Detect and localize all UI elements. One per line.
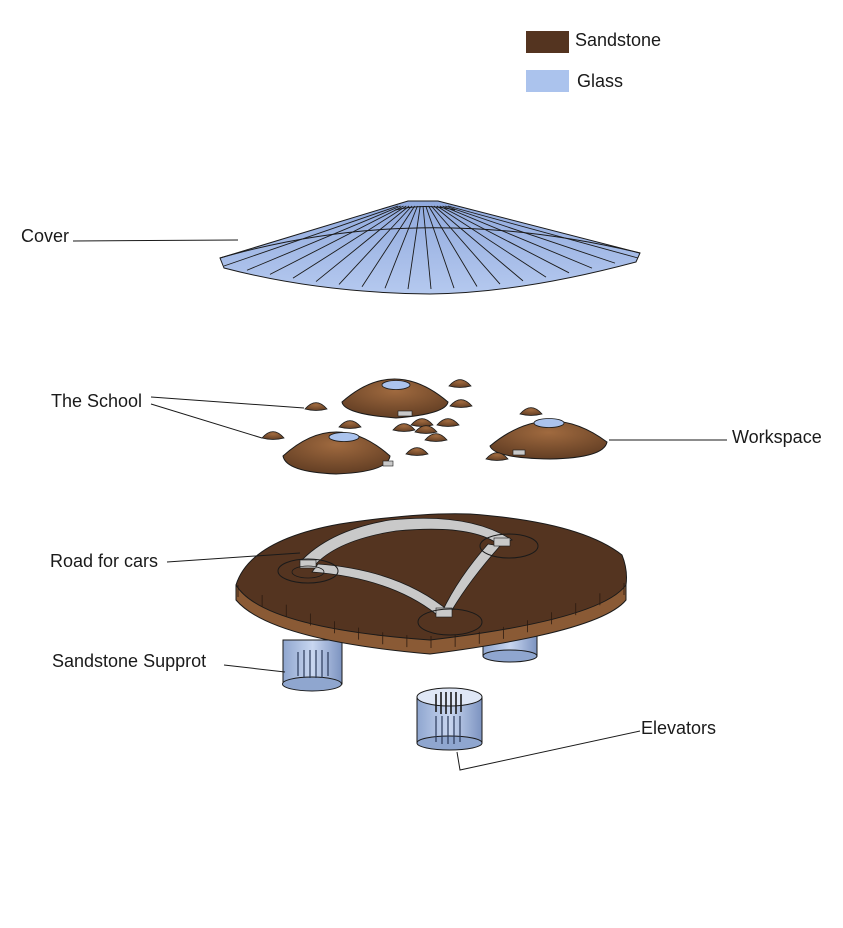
- label-cover: Cover: [21, 226, 70, 246]
- school-small-dome: [449, 399, 473, 408]
- workspace-dome: [489, 418, 608, 460]
- school-small-dome: [448, 379, 472, 388]
- label-road-for-cars: Road for cars: [50, 551, 159, 571]
- dome-footprint-right: [479, 533, 539, 559]
- school-small-dome: [485, 452, 509, 461]
- school-small-domes: [261, 379, 543, 461]
- legend-label-glass: Glass: [577, 71, 624, 91]
- cover-glass-dome: [219, 200, 641, 295]
- legend-swatch-sandstone: [526, 31, 569, 53]
- school-leader-line-2: [150, 403, 263, 439]
- support-leader-line: [223, 664, 286, 673]
- school-small-dome: [261, 431, 285, 440]
- cover-leader-line: [72, 239, 239, 242]
- legend-label-sandstone: Sandstone: [575, 30, 662, 50]
- school-small-dome: [405, 447, 429, 456]
- dome-footprint-left-inner: [291, 565, 325, 579]
- school-small-dome: [414, 425, 438, 434]
- school-dome-large-top: [341, 378, 449, 419]
- dome-footprint-left: [277, 558, 339, 584]
- school-small-dome: [410, 418, 434, 427]
- school-small-dome: [304, 402, 328, 411]
- label-sandstone-support: Sandstone Supprot: [52, 651, 207, 671]
- sandstone-support-left: [282, 639, 343, 692]
- school-small-dome: [424, 433, 448, 442]
- label-workspace: Workspace: [732, 427, 822, 447]
- elevator-cylinder: [416, 687, 483, 751]
- school-leader-line-1: [150, 396, 305, 409]
- base-platform: [235, 513, 627, 655]
- school-small-dome: [392, 423, 416, 432]
- label-the-school: The School: [51, 391, 143, 411]
- sandstone-supports: [282, 629, 538, 692]
- school-small-dome: [338, 420, 362, 429]
- school-dome-large-bottom: [282, 431, 394, 475]
- school-small-dome: [519, 407, 543, 416]
- road-leader-line: [166, 552, 301, 563]
- road-for-cars: [299, 517, 513, 618]
- legend-swatch-glass: [526, 70, 569, 92]
- label-elevators: Elevators: [641, 718, 717, 738]
- dome-footprint-bottom: [417, 608, 483, 636]
- elevators-leader-line: [456, 730, 641, 771]
- school-small-dome: [436, 418, 460, 427]
